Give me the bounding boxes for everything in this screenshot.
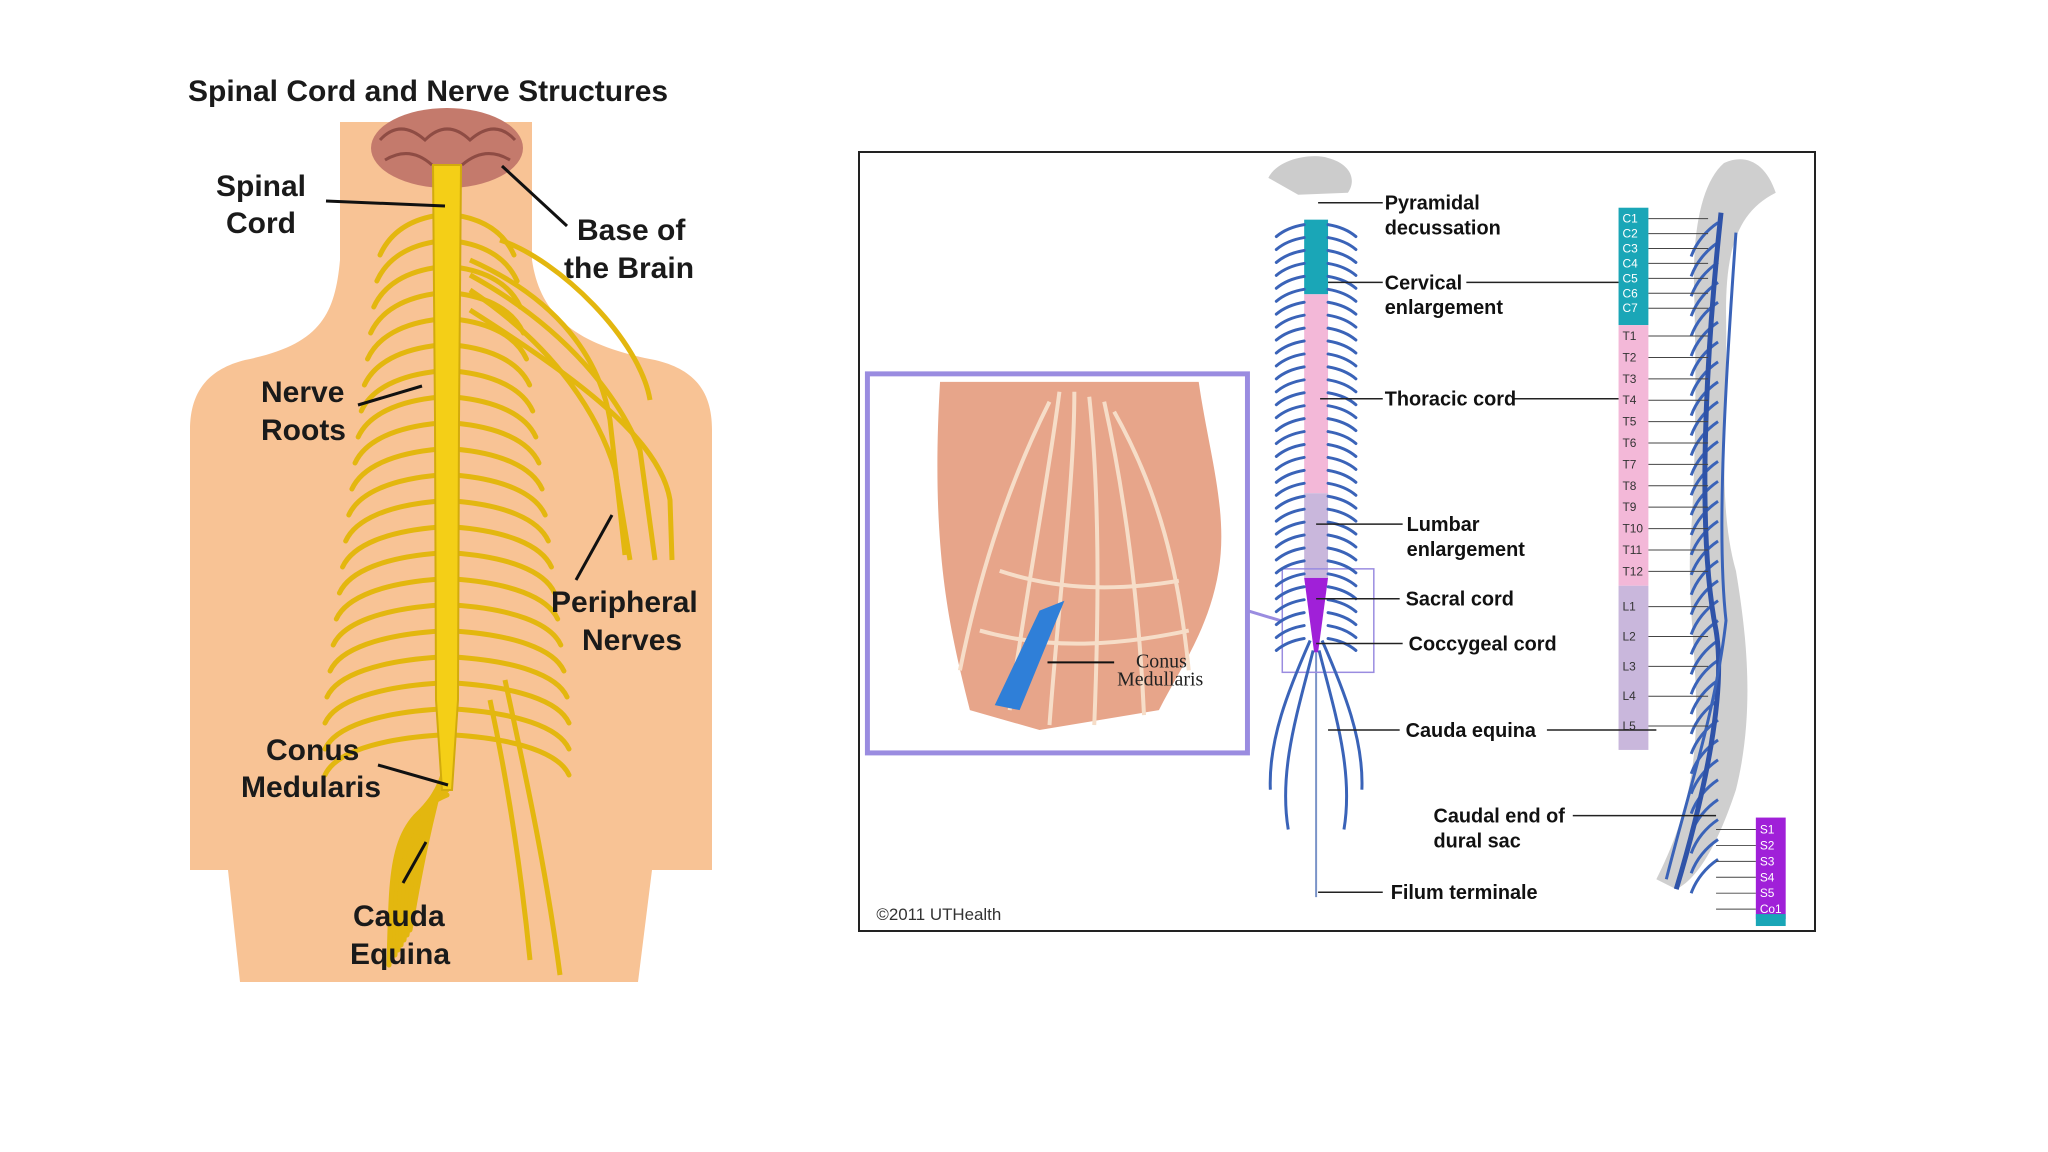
segment-label: S5: [1760, 886, 1775, 900]
segment-label: S3: [1760, 854, 1775, 868]
label-base-of-brain: Base of the Brain: [564, 214, 694, 285]
svg-text:Nerve: Nerve: [261, 376, 344, 409]
segment-label: S1: [1760, 822, 1775, 836]
svg-text:enlargement: enlargement: [1407, 539, 1526, 561]
segment-label: T8: [1623, 479, 1637, 493]
segment-label: T5: [1623, 415, 1637, 429]
segment-label: T10: [1623, 522, 1644, 536]
brain-base: [371, 108, 523, 188]
label-pyramidal-decussation: Pyramidal decussation: [1385, 193, 1501, 240]
segment-label: C7: [1623, 301, 1639, 315]
segment-label: L2: [1623, 629, 1637, 643]
segment-label: C5: [1623, 271, 1639, 285]
label-lumbar-enlargement: Lumbar enlargement: [1407, 514, 1526, 561]
segment-label: L4: [1623, 689, 1637, 703]
label-cervical-enlargement: Cervical enlargement: [1385, 272, 1504, 319]
svg-text:Cervical: Cervical: [1385, 272, 1462, 294]
segment-label: C4: [1623, 256, 1639, 270]
svg-text:dural sac: dural sac: [1434, 830, 1521, 852]
spinal-cord-illustration: Spinal Cord and Nerve Structures Spinal …: [188, 75, 712, 982]
segment-label: T12: [1623, 564, 1644, 578]
segment-label: T2: [1623, 350, 1637, 364]
segment-label: T11: [1623, 543, 1643, 557]
svg-text:the Brain: the Brain: [564, 252, 694, 285]
conus-medullaris-inset: Conus Medullaris: [864, 371, 1281, 756]
svg-text:Pyramidal: Pyramidal: [1385, 193, 1480, 215]
svg-text:Roots: Roots: [261, 414, 346, 447]
segment-label: C6: [1623, 286, 1639, 300]
label-filum-terminale: Filum terminale: [1391, 882, 1538, 904]
segment-label: C1: [1623, 212, 1639, 226]
segment-label: L1: [1623, 600, 1637, 614]
segment-label: T3: [1623, 372, 1637, 386]
label-spinal-cord: Spinal Cord: [216, 170, 306, 240]
svg-text:enlargement: enlargement: [1385, 297, 1504, 319]
label-peripheral-nerves: Peripheral Nerves: [551, 586, 698, 657]
segment-label: T1: [1623, 329, 1637, 343]
svg-text:Caudal end of: Caudal end of: [1434, 806, 1566, 828]
label-thoracic-cord: Thoracic cord: [1385, 389, 1516, 411]
svg-text:Base of: Base of: [577, 214, 686, 247]
segment-label: T4: [1623, 393, 1637, 407]
segment-label: L5: [1623, 719, 1637, 733]
segment-label: Co1: [1760, 902, 1782, 916]
label-cauda-equina: Cauda equina: [1406, 720, 1537, 742]
segment-label: L3: [1623, 659, 1637, 673]
vertebral-column: [1656, 159, 1776, 894]
svg-text:Nerves: Nerves: [582, 624, 682, 657]
svg-text:Cauda: Cauda: [353, 900, 445, 933]
inset-label: Conus: [1136, 650, 1187, 672]
segment-label: C2: [1623, 227, 1639, 241]
label-caudal-end-dural-sac: Caudal end of dural sac: [1434, 806, 1566, 853]
segment-label: C3: [1623, 241, 1639, 255]
label-cauda-equina: Cauda Equina: [350, 900, 450, 971]
left-pointers: [325, 164, 614, 884]
segment-label: T6: [1623, 436, 1637, 450]
svg-text:Medullaris: Medullaris: [1117, 668, 1203, 690]
label-sacral-cord: Sacral cord: [1406, 589, 1514, 611]
right-pointers: [1316, 201, 1717, 893]
label-conus-medularis: Conus Medularis: [241, 734, 381, 804]
peripheral-nerve-bundle: [468, 237, 675, 976]
svg-text:Equina: Equina: [350, 938, 450, 971]
segment-column: C1C2C3C4C5C6C7T1T2T3T4T5T6T7T8T9T10T11T1…: [1618, 207, 1786, 927]
segment-label: T9: [1623, 500, 1637, 514]
copyright: ©2011 UTHealth: [876, 905, 1001, 924]
svg-text:Spinal: Spinal: [216, 170, 306, 203]
svg-text:Conus: Conus: [266, 734, 359, 767]
label-nerve-roots: Nerve Roots: [261, 376, 346, 447]
label-coccygeal-cord: Coccygeal cord: [1409, 633, 1557, 655]
segment-label: T7: [1623, 457, 1637, 471]
cord-schematic: [1268, 156, 1375, 898]
nerve-branches: [322, 212, 572, 968]
svg-text:Peripheral: Peripheral: [551, 586, 698, 619]
segment-label: S2: [1760, 838, 1775, 852]
left-title: Spinal Cord and Nerve Structures: [188, 75, 668, 108]
segment-label: S4: [1760, 870, 1775, 884]
svg-text:Medularis: Medularis: [241, 771, 381, 804]
svg-text:Cord: Cord: [226, 207, 296, 240]
spinal-cord: [431, 164, 463, 791]
svg-text:decussation: decussation: [1385, 218, 1501, 240]
svg-text:Lumbar: Lumbar: [1407, 514, 1480, 536]
